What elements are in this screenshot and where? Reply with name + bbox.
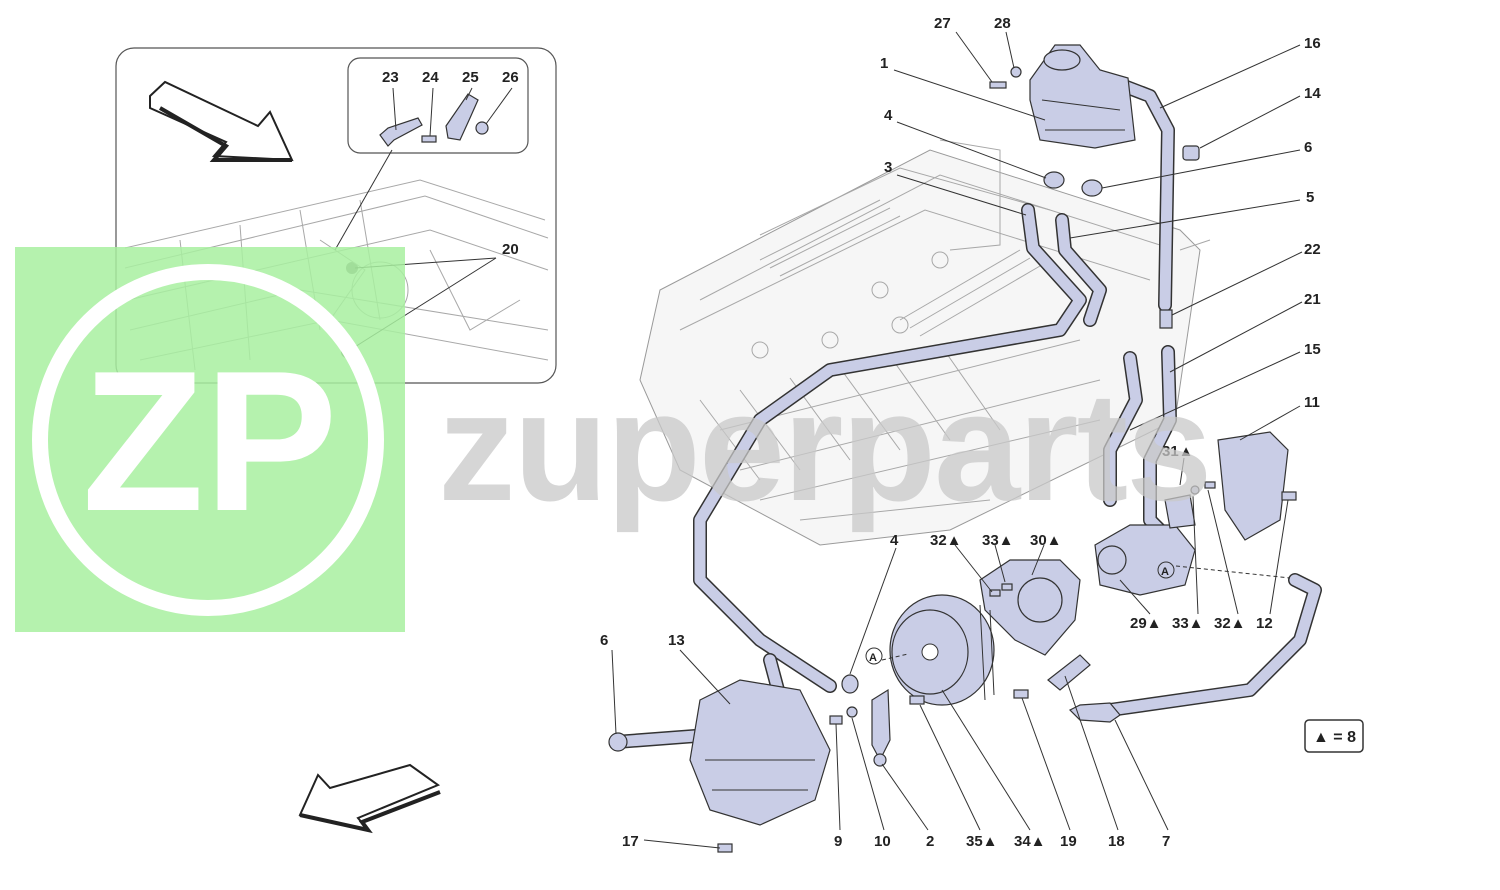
bolt-part-9 [829, 715, 843, 725]
expansion-tank-part-1 [1029, 44, 1136, 149]
label-part-19: 19 [1060, 833, 1077, 850]
bolt-part-12 [1281, 491, 1297, 501]
label-part-3: 3 [884, 159, 892, 176]
label-part-17: 17 [622, 833, 639, 850]
clamp-part-4-lower [841, 674, 859, 694]
part-labels: 23 24 25 26 20 27 28 1 4 3 16 14 6 5 22 … [382, 15, 1321, 850]
marker-a-right: A [1161, 566, 1169, 578]
clamp-part-25 [445, 93, 479, 141]
label-part-33-right: 33▲ [1172, 615, 1204, 632]
coolant-hoses [609, 69, 1322, 749]
bracket-part-23 [379, 117, 423, 147]
label-part-23: 23 [382, 69, 399, 86]
watermark-brand-text: zuperparts [438, 360, 1210, 533]
label-part-20: 20 [502, 241, 519, 258]
fitting-part-22 [1159, 309, 1173, 329]
parts [608, 44, 1297, 853]
label-part-13: 13 [668, 632, 685, 649]
label-part-29: 29▲ [1130, 615, 1162, 632]
bolt-part-24 [421, 135, 437, 143]
label-part-32-left: 32▲ [930, 532, 962, 549]
label-part-4-top: 4 [884, 107, 893, 124]
label-part-26: 26 [502, 69, 519, 86]
label-part-31: 31▲ [1162, 443, 1194, 460]
nut-part-26 [475, 121, 489, 135]
clamp-part-4 [1043, 171, 1065, 189]
label-part-25: 25 [462, 69, 479, 86]
label-part-7: 7 [1162, 833, 1170, 850]
marker-a-left: A [869, 652, 877, 664]
bracket-part-18 [1047, 654, 1091, 691]
legend-text: ▲ = 8 [1313, 729, 1356, 746]
label-part-11: 11 [1304, 394, 1320, 411]
label-part-1: 1 [880, 55, 888, 72]
label-part-16: 16 [1304, 35, 1321, 52]
housing-part-13 [689, 679, 831, 826]
label-part-18: 18 [1108, 833, 1125, 850]
bolt-part-27 [989, 81, 1007, 89]
watermark-logo-ring [32, 264, 384, 616]
label-part-22: 22 [1304, 241, 1321, 258]
label-part-9: 9 [834, 833, 842, 850]
watermark: ZP zuperparts [15, 247, 1212, 632]
clamp-part-6 [1081, 179, 1103, 197]
clamp-part-6-lower [608, 732, 628, 752]
bolt-part-35 [909, 695, 925, 705]
label-part-34: 34▲ [1014, 833, 1046, 850]
washer-part-28 [1010, 66, 1022, 78]
bolt-part-19 [1013, 689, 1029, 699]
washer-part-10 [846, 706, 858, 718]
label-part-10: 10 [874, 833, 891, 850]
label-part-15: 15 [1304, 341, 1321, 358]
leader-lines [611, 31, 1303, 849]
label-part-27: 27 [934, 15, 951, 32]
label-part-28: 28 [994, 15, 1011, 32]
label-part-2: 2 [926, 833, 934, 850]
legend-box: ▲ = 8 [1304, 719, 1364, 753]
label-part-30: 30▲ [1030, 532, 1062, 549]
bracket-part-2 [871, 688, 891, 762]
label-part-24: 24 [422, 69, 439, 86]
label-part-32-right: 32▲ [1214, 615, 1246, 632]
label-part-6-bottom: 6 [600, 632, 608, 649]
label-part-5: 5 [1306, 189, 1314, 206]
label-part-12: 12 [1256, 615, 1273, 632]
label-part-35: 35▲ [966, 833, 998, 850]
label-part-14: 14 [1304, 85, 1321, 102]
label-part-21: 21 [1304, 291, 1321, 308]
label-part-4-bottom: 4 [890, 532, 899, 549]
watermark-logo-text: ZP [82, 330, 338, 553]
watermark-logo-background [15, 247, 405, 632]
connector-part-14 [1182, 145, 1200, 161]
bolt-part-17 [717, 843, 733, 853]
bracket-part-11 [1217, 431, 1289, 541]
label-part-33-left: 33▲ [982, 532, 1014, 549]
label-part-6-top: 6 [1304, 139, 1312, 156]
